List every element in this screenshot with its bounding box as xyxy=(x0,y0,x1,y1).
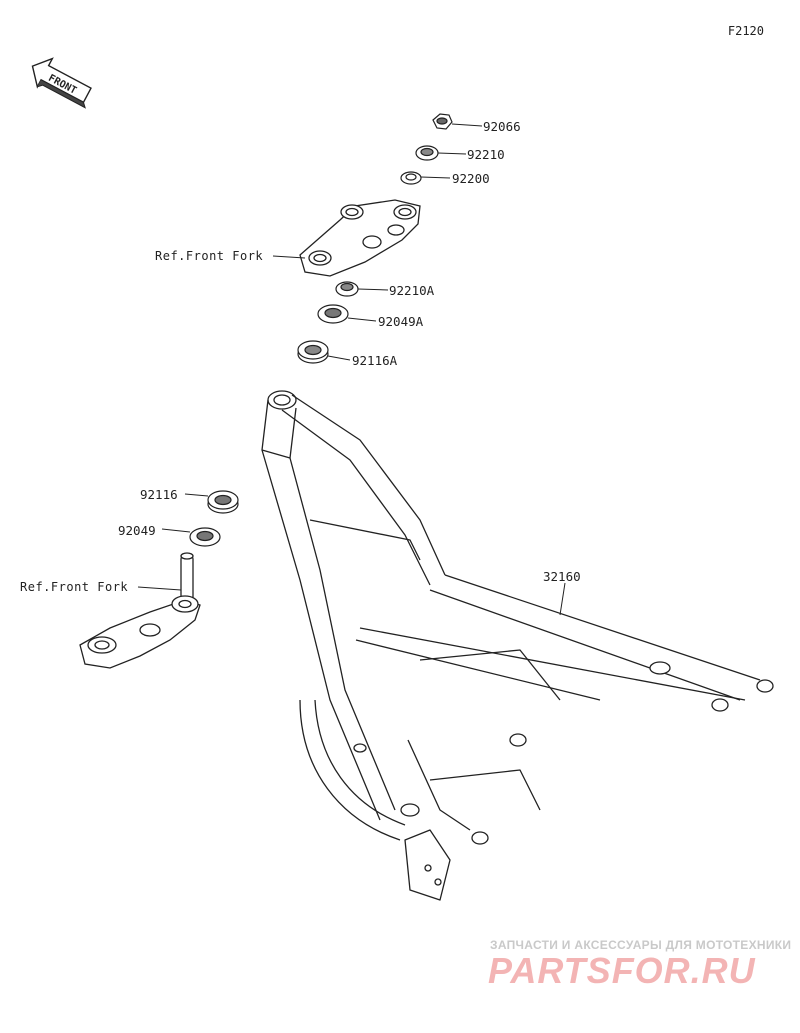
bearing-92116-icon xyxy=(207,490,239,514)
diagram-code: F2120 xyxy=(727,24,764,38)
bearing-92116a-icon xyxy=(297,340,329,364)
front-arrow-icon: FRONT xyxy=(31,57,92,109)
part-label-32160: 32160 xyxy=(543,569,581,584)
ref-front-fork-lower: Ref.Front Fork xyxy=(20,580,128,594)
part-label-92210a: 92210A xyxy=(389,283,435,298)
nut-92210a-icon xyxy=(335,281,359,297)
part-label-92210: 92210 xyxy=(467,147,505,162)
ref-front-fork-upper: Ref.Front Fork xyxy=(155,249,263,263)
upper-bracket-icon xyxy=(299,199,421,277)
part-label-92049: 92049 xyxy=(118,523,156,538)
nut-92210-icon xyxy=(415,145,439,161)
part-label-92116a: 92116A xyxy=(352,353,398,368)
lower-bracket-icon xyxy=(79,552,201,669)
leader-lines xyxy=(137,123,566,616)
part-label-92049a: 92049A xyxy=(378,314,424,329)
watermark-tagline: ЗАПЧАСТИ И АКСЕССУАРЫ ДЛЯ МОТОТЕХНИКИ xyxy=(490,938,792,952)
washer-92200-icon xyxy=(400,171,422,185)
frame-32160-icon xyxy=(261,390,774,901)
seal-92049-icon xyxy=(189,527,221,547)
part-label-92066: 92066 xyxy=(483,119,521,134)
part-label-92116: 92116 xyxy=(140,487,178,502)
nut-92066-icon xyxy=(432,113,453,130)
watermark-brand: PARTSFOR.RU xyxy=(488,950,756,991)
part-label-92200: 92200 xyxy=(452,171,490,186)
seal-92049a-icon xyxy=(317,304,349,324)
